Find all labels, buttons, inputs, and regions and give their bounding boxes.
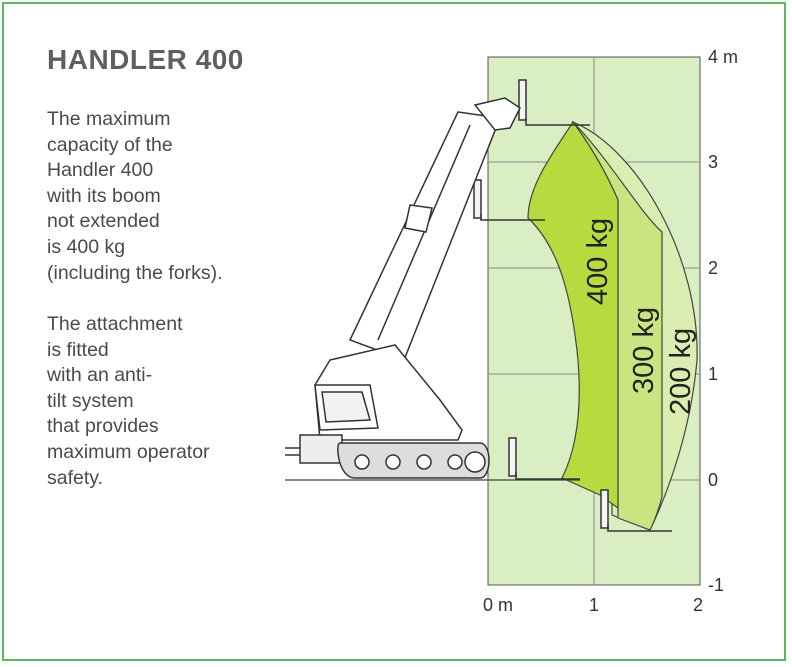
text-line: that provides (47, 415, 159, 438)
x-axis-label: 0 m (483, 595, 513, 615)
y-axis-label: 2 (708, 258, 718, 278)
fork-icon (600, 489, 672, 532)
text-line: Handler 400 (47, 159, 154, 182)
text-line: capacity of the (47, 133, 173, 156)
x-axis-label: 2 (693, 595, 703, 615)
zone-label-400: 400 kg (582, 218, 614, 305)
page-title: HANDLER 400 (47, 44, 244, 75)
y-axis-label: 1 (708, 364, 718, 384)
text-line: is fitted (47, 338, 109, 361)
capacity-description: The maximum capacity of the Handler 400 … (47, 107, 223, 286)
text-line: The maximum (47, 108, 171, 130)
text-line: not extended (47, 210, 160, 233)
zone-label-300: 300 kg (628, 307, 660, 394)
y-axis-label: 3 (708, 152, 718, 172)
text-line: safety. (47, 466, 103, 489)
text-line: is 400 kg (47, 235, 126, 258)
crawler-telehandler-icon (285, 97, 521, 479)
outer-frame (2, 2, 786, 661)
text-line: The attachment (47, 313, 183, 335)
fork-icon (473, 179, 545, 221)
fork-icon (518, 79, 590, 126)
x-axis-label: 1 (589, 595, 599, 615)
text-line: with its boom (47, 184, 161, 207)
load-zone-400 (527, 120, 619, 510)
text-line: maximum operator (47, 440, 210, 463)
text-line: tilt system (47, 389, 134, 412)
zone-label-200: 200 kg (665, 328, 697, 415)
anti-tilt-description: The attachment is fitted with an anti- t… (47, 312, 210, 491)
fork-icon (508, 437, 580, 480)
text-line: with an anti- (47, 364, 153, 387)
text-line: (including the forks). (47, 261, 223, 284)
y-axis-label: 4 m (708, 47, 738, 67)
y-axis-label: 0 (708, 470, 718, 490)
y-axis-label: -1 (708, 575, 724, 595)
